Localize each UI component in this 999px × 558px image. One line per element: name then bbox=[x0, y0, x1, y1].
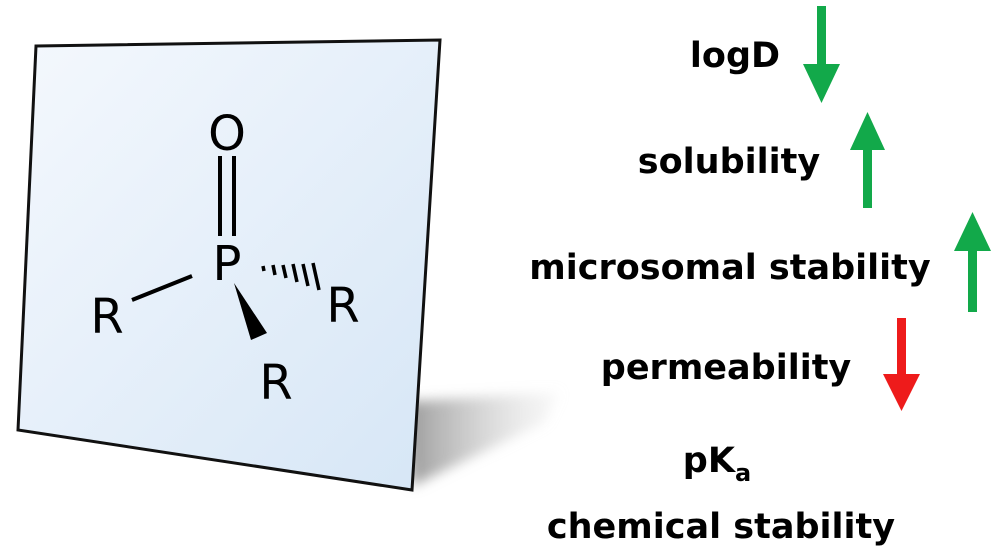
wedge-bond bbox=[234, 283, 267, 340]
property-pka: pKa bbox=[683, 441, 751, 487]
single-bond bbox=[131, 274, 193, 302]
phosphorus-label: P bbox=[213, 236, 242, 292]
property-list: logD solubility microsomal stability per… bbox=[529, 36, 931, 547]
arrow-up-icon bbox=[954, 212, 991, 312]
hashed-bond bbox=[261, 262, 321, 291]
property-logd: logD bbox=[690, 36, 780, 76]
property-solubility: solubility bbox=[638, 142, 821, 182]
property-permeability: permeability bbox=[601, 348, 852, 388]
substituent-r-left: R bbox=[90, 289, 123, 345]
panel-shadow bbox=[400, 392, 560, 486]
property-chemical-stability: chemical stability bbox=[547, 507, 895, 547]
oxygen-label: O bbox=[208, 106, 246, 162]
pka-main: pK bbox=[683, 441, 737, 481]
arrow-down-icon bbox=[803, 6, 840, 103]
trend-arrows bbox=[803, 6, 991, 411]
arrow-down-icon bbox=[883, 318, 920, 411]
pka-subscript: a bbox=[735, 459, 751, 487]
substituent-r-bottom: R bbox=[259, 355, 292, 411]
arrow-up-icon bbox=[850, 112, 885, 208]
substituent-r-right: R bbox=[326, 278, 359, 334]
molecule-panel bbox=[16, 38, 442, 492]
property-microsomal-stability: microsomal stability bbox=[529, 248, 931, 288]
phosphine-oxide-structure: O P R R R bbox=[90, 106, 359, 411]
